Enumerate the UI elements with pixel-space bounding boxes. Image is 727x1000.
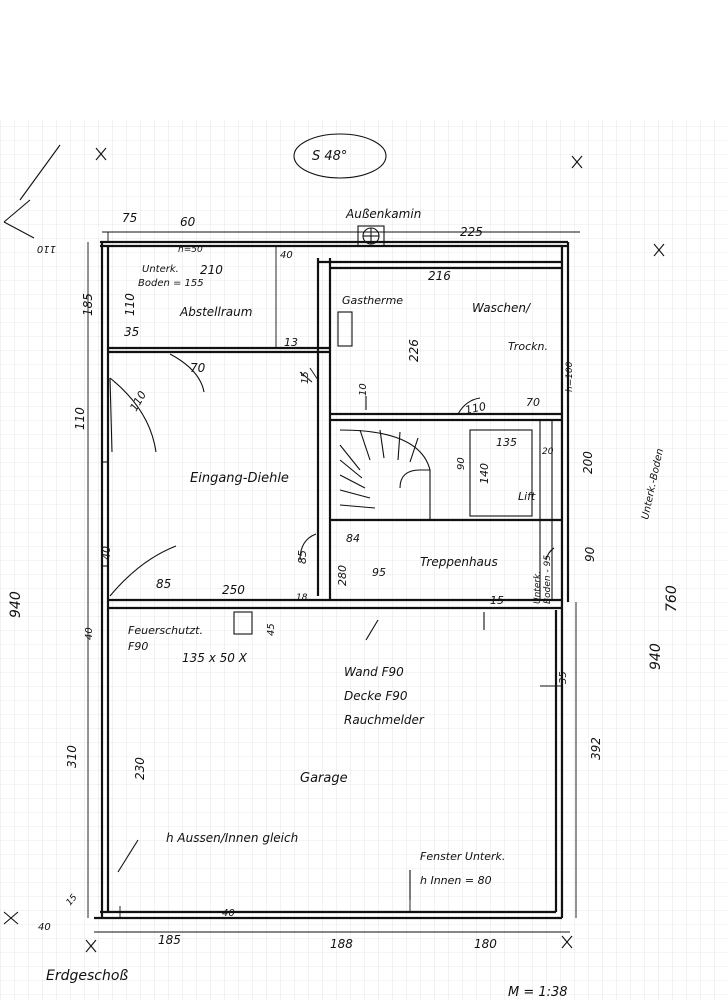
- dim-40-top: 40: [280, 250, 293, 261]
- dim-60: 60: [180, 215, 196, 229]
- room-stairs-label: Treppenhaus: [420, 555, 498, 569]
- dim-90-stair: 90: [456, 457, 467, 470]
- dim-200: 200: [581, 451, 595, 474]
- dim-70: 70: [190, 361, 206, 375]
- dim-110: 110: [123, 293, 137, 316]
- note-h50: h=50: [178, 245, 203, 255]
- north-direction: S 48°: [312, 149, 347, 164]
- dim-940-right: 940: [648, 643, 664, 670]
- dim-135: 135: [496, 436, 517, 449]
- dim-15b: 15: [490, 594, 504, 607]
- dim-760: 760: [664, 585, 680, 612]
- note-window: Fenster Unterk.: [420, 850, 505, 863]
- dim-20: 20: [542, 447, 554, 457]
- dim-940-left: 940: [8, 591, 24, 618]
- note-wall-spec: Wand F90: [344, 665, 404, 679]
- room-laundry-label: Waschen/: [472, 301, 532, 315]
- dim-110-tl: 110: [37, 243, 56, 254]
- dim-110-door: 110: [464, 400, 487, 417]
- dim-185-bottom: 185: [158, 933, 181, 947]
- door-swings: [109, 353, 555, 597]
- note-fire-door: Feuerschutzt.: [128, 624, 203, 637]
- dim-185-left: 185: [81, 293, 95, 316]
- dim-95: 95: [372, 566, 386, 579]
- north-indicator-ring: [293, 133, 387, 179]
- note-stair: Unterk.: [533, 571, 543, 604]
- staircase: [339, 429, 533, 520]
- dim-85-left: 85: [156, 577, 171, 591]
- dim-35-right: 35: [558, 671, 569, 684]
- dim-40-corner: 40: [38, 922, 51, 933]
- graph-paper-grid: [0, 120, 727, 1000]
- dim-280: 280: [336, 565, 349, 586]
- dim-392: 392: [589, 737, 603, 760]
- dim-15a: 15: [300, 371, 311, 384]
- north-label: S 48°: [312, 149, 347, 164]
- room-garage-label: Garage: [300, 771, 348, 786]
- room-laundry-label-2: Trockn.: [508, 340, 548, 353]
- leader-arrows: [117, 371, 485, 900]
- note-lift: Lift: [518, 490, 536, 503]
- dim-230: 230: [133, 757, 147, 780]
- dim-110-left: 110: [73, 407, 87, 430]
- note-ceiling-spec: Decke F90: [344, 689, 408, 703]
- dim-85-right: 85: [296, 550, 309, 564]
- dim-180: 180: [474, 937, 497, 951]
- scale-label: M = 1:38: [508, 985, 568, 1000]
- dim-70b: 70: [526, 396, 540, 409]
- reference-crosses: [3, 144, 665, 953]
- room-storage-label: Abstellraum: [179, 305, 252, 319]
- dim-226: 226: [407, 339, 421, 362]
- outdoor-chimney-label: Außenkamin: [345, 207, 421, 221]
- dim-18: 18: [296, 593, 308, 603]
- dim-10: 10: [358, 383, 369, 396]
- chimney-symbol: [357, 225, 385, 247]
- dim-140: 140: [478, 463, 491, 484]
- note-fire-door-2: F90: [128, 640, 148, 653]
- note-right-2: h=100: [565, 361, 575, 392]
- dimension-lines: [87, 231, 580, 933]
- dim-90-right: 90: [583, 546, 597, 562]
- dim-35: 35: [124, 325, 139, 339]
- dim-250: 250: [222, 583, 245, 597]
- note-stair-2: Boden - 95: [543, 555, 553, 604]
- dim-75: 75: [122, 211, 137, 225]
- dim-310: 310: [65, 745, 79, 768]
- dim-84: 84: [346, 532, 360, 545]
- dim-210: 210: [200, 263, 223, 277]
- dim-40-left: 40: [100, 546, 113, 560]
- note-height: h Aussen/Innen gleich: [166, 831, 298, 845]
- room-boiler-label: Gastherme: [342, 294, 403, 307]
- dim-225: 225: [460, 225, 483, 239]
- room-hall-label: Eingang-Diehle: [190, 471, 289, 486]
- dim-40-hall: 40: [84, 627, 95, 640]
- note-window-2: h Innen = 80: [420, 874, 492, 887]
- dim-188: 188: [330, 937, 353, 951]
- dim-216: 216: [428, 269, 451, 283]
- dim-45: 45: [266, 623, 277, 636]
- dim-13: 13: [284, 336, 298, 349]
- dimension-labels: 75 60 225 40 210 216 185 110 35 13 70 22…: [8, 211, 680, 951]
- dim-40-bottom: 40: [222, 908, 235, 919]
- note-parapet-storage-2: Boden = 155: [138, 278, 204, 289]
- note-smoke-detector: Rauchmelder: [344, 713, 425, 727]
- note-door-size: 135 x 50 X: [182, 651, 248, 665]
- floor-label: Erdgeschoß: [46, 968, 128, 984]
- exterior-walls: [94, 240, 570, 920]
- note-parapet-storage: Unterk.: [142, 264, 179, 275]
